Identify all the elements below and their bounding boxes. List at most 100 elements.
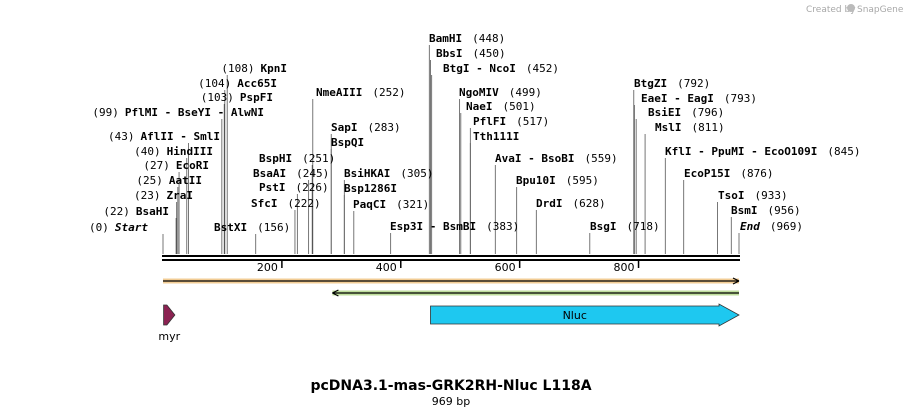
- site-label: AvaI - BsoBI(559): [495, 152, 618, 165]
- site-position: (156): [257, 221, 290, 234]
- site-position: (104): [198, 77, 231, 90]
- map-length: 969 bp: [432, 395, 470, 408]
- site-name: MslI: [655, 121, 682, 134]
- site-name: NmeAIII: [316, 86, 362, 99]
- site-name: ZraI: [167, 189, 194, 202]
- credit-created-by: Created by: [806, 5, 856, 15]
- ruler-tick-label: 800: [614, 261, 635, 274]
- site-label: EaeI - EagI (793): [641, 92, 757, 105]
- site-label: SfcI(222): [251, 197, 321, 210]
- site-name: Bsp1286I: [344, 182, 397, 195]
- site-position: (251): [302, 152, 335, 165]
- site-name: PflFI: [473, 115, 506, 128]
- site-label: SapI (283): [331, 121, 401, 134]
- site-position: (499): [509, 86, 542, 99]
- site-label: PflFI (517): [473, 115, 549, 128]
- site-name: HindIII: [167, 145, 213, 158]
- site-name: EaeI - EagI: [641, 92, 714, 105]
- site-label: BbsI(450): [436, 47, 506, 60]
- site-position: (501): [503, 100, 536, 113]
- site-name: BtgZI: [634, 77, 667, 90]
- site-name: NaeI: [466, 100, 493, 113]
- site-name: PstI: [259, 181, 286, 194]
- site-name: BsiHKAI: [344, 167, 390, 180]
- site-position: (383): [486, 220, 519, 233]
- site-labels: Start(0)BsaHI(22)ZraI(23)AatII(25)EcoRI(…: [89, 32, 860, 234]
- site-label: BtgI - NcoI(452): [443, 62, 559, 75]
- site-position: (43): [108, 130, 135, 143]
- backbone-bottom: [162, 259, 740, 261]
- site-name: Start: [115, 221, 148, 234]
- site-name: End: [740, 220, 760, 233]
- strand-arrowhead: [732, 277, 740, 285]
- site-position: (245): [296, 167, 329, 180]
- site-name: BamHI: [429, 32, 462, 45]
- site-label: BsiEI(796): [648, 106, 724, 119]
- site-position: (108): [221, 62, 254, 75]
- site-position: (595): [566, 174, 599, 187]
- site-name: AatII: [169, 174, 202, 187]
- site-position: (283): [368, 121, 401, 134]
- site-position: (845): [827, 145, 860, 158]
- site-label: BtgZI(792): [634, 77, 710, 90]
- site-name: PflMI - BseYI - AlwNI: [125, 106, 264, 119]
- site-name: TsoI: [718, 189, 745, 202]
- feature-arrow-myr: [163, 304, 176, 326]
- site-name: BsaAI: [253, 167, 286, 180]
- ruler-tick-label: 600: [495, 261, 516, 274]
- site-label: Bsp1286I: [344, 182, 397, 195]
- site-label: AatII (25): [136, 174, 202, 187]
- site-position: (796): [691, 106, 724, 119]
- ruler-tick-label: 200: [257, 261, 278, 274]
- site-name: BbsI: [436, 47, 463, 60]
- site-label: BsaAI (245): [253, 167, 329, 180]
- site-label: NgoMIV(499): [459, 86, 542, 99]
- site-label: BsmI(956): [731, 204, 801, 217]
- site-position: (793): [724, 92, 757, 105]
- site-label: BsgI(718): [590, 220, 660, 233]
- site-label: EcoP15I(876): [684, 167, 773, 180]
- site-position: (252): [372, 86, 405, 99]
- site-name: KpnI: [261, 62, 288, 75]
- site-position: (27): [143, 159, 170, 172]
- site-label: AflII - SmlI (43): [108, 130, 220, 143]
- site-label: Acc65I (104): [198, 77, 277, 90]
- site-position: (40): [134, 145, 161, 158]
- site-label: BsaHI(22): [103, 205, 169, 218]
- site-name: EcoRI: [176, 159, 209, 172]
- site-label: NaeI (501): [466, 100, 536, 113]
- site-position: (956): [768, 204, 801, 217]
- site-name: DrdI: [536, 197, 563, 210]
- site-label: PstI(226): [259, 181, 329, 194]
- site-name: AflII - SmlI: [141, 130, 220, 143]
- site-position: (969): [770, 220, 803, 233]
- site-label: End (969): [740, 220, 803, 233]
- site-position: (222): [288, 197, 321, 210]
- site-position: (448): [472, 32, 505, 45]
- feature-arrows: myr Nluc: [158, 303, 740, 343]
- site-position: (559): [584, 152, 617, 165]
- site-name: Bpu10I: [516, 174, 556, 187]
- site-label: Bpu10I (595): [516, 174, 599, 187]
- site-position: (22): [103, 205, 130, 218]
- site-label: PaqCI(321): [353, 198, 429, 211]
- site-label: Esp3I - BsmBI(383): [390, 220, 519, 233]
- site-name: Tth111I: [473, 130, 519, 143]
- feature-label: Nluc: [563, 309, 587, 322]
- site-label: BspHI(251): [259, 152, 335, 165]
- backbone-top: [162, 255, 740, 257]
- site-position: (25): [136, 174, 163, 187]
- site-label: MslI(811): [655, 121, 725, 134]
- site-position: (305): [400, 167, 433, 180]
- site-name: Acc65I: [237, 77, 277, 90]
- strand-arrows: [163, 277, 740, 297]
- site-position: (517): [516, 115, 549, 128]
- site-name: SapI: [331, 121, 358, 134]
- feature-label: myr: [158, 330, 180, 343]
- site-name: BspQI: [331, 136, 364, 149]
- site-name: KflI - PpuMI - EcoO109I: [665, 145, 817, 158]
- site-name: BtgI - NcoI: [443, 62, 516, 75]
